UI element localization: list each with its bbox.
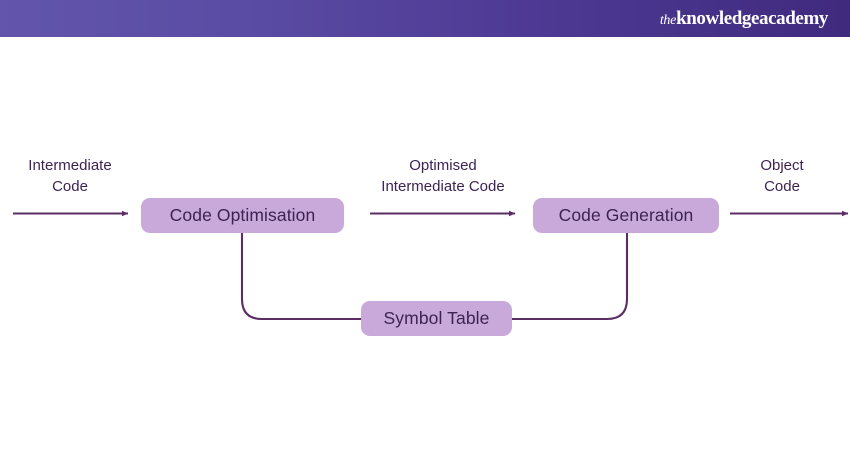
node-symbol-table: Symbol Table [361, 301, 512, 336]
edge-label-intermediate-code-line1: Intermediate [28, 157, 112, 174]
node-code-generation: Code Generation [533, 198, 719, 233]
edge-label-optimised-line2: Intermediate Code [381, 178, 505, 195]
node-code-generation-label: Code Generation [558, 205, 694, 225]
logo-prefix: the [659, 12, 677, 28]
generation-to-symbol-table-wire [503, 231, 629, 321]
edge-label-object-code-line1: Object [760, 157, 804, 174]
edge-label-object-code: Object Code [716, 155, 848, 197]
node-code-optimisation: Code Optimisation [141, 198, 344, 233]
node-code-optimisation-label: Code Optimisation [169, 205, 316, 225]
node-symbol-table-label: Symbol Table [383, 308, 490, 328]
logo-word-knowledge: knowledge [676, 7, 760, 29]
edge-label-intermediate-code: Intermediate Code [0, 155, 140, 197]
edge-label-optimised-line1: Optimised [409, 157, 477, 174]
edge-label-object-code-line2: Code [764, 178, 800, 195]
connector-layer [13, 210, 849, 321]
edge-label-intermediate-code-line2: Code [52, 178, 88, 195]
edge-label-optimised-intermediate-code: Optimised Intermediate Code [348, 155, 538, 197]
flow-diagram: Intermediate Code Optimised Intermediate… [0, 37, 850, 450]
logo-word-academy: academy [759, 7, 828, 29]
optimisation-to-symbol-table-wire [240, 231, 370, 321]
